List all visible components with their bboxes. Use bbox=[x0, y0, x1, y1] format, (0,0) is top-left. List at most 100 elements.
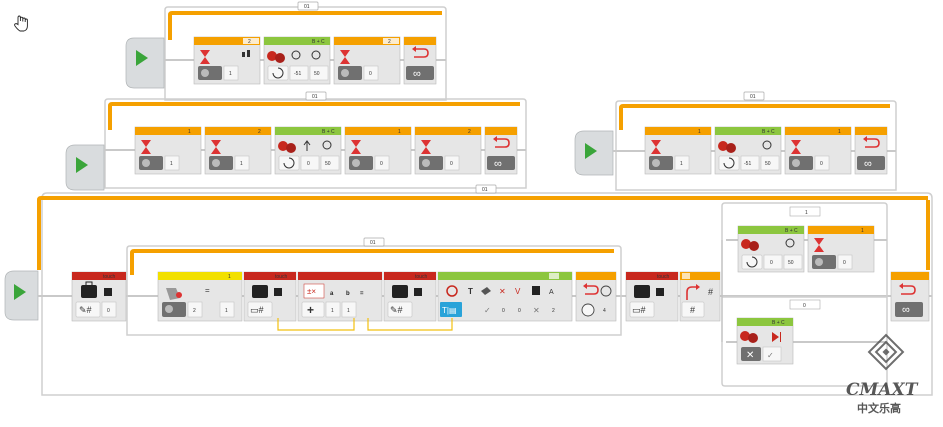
move-block[interactable]: B + C 0 50 bbox=[737, 225, 805, 273]
math-equals: = bbox=[360, 291, 364, 297]
inner-loop-end-block[interactable]: 4 bbox=[575, 271, 617, 322]
param-value[interactable]: 2 bbox=[552, 308, 555, 314]
param-value[interactable]: 0 bbox=[107, 308, 110, 314]
wait-block[interactable]: 1 0 bbox=[784, 126, 852, 175]
outer-loop-end-block[interactable]: ∞ bbox=[890, 271, 930, 322]
param-value[interactable]: 1 bbox=[225, 308, 228, 314]
wait-block[interactable]: 2 0 bbox=[414, 126, 482, 175]
main-program: 0 1 touch ✎# 0 0 1 bbox=[4, 184, 933, 396]
move-block[interactable]: B + C -51 50 bbox=[263, 36, 331, 85]
case-tab-2[interactable] bbox=[789, 299, 821, 310]
variable-block-touch[interactable]: touch ✎# bbox=[383, 271, 437, 322]
param-value[interactable]: 0 bbox=[450, 161, 453, 167]
color-icon bbox=[532, 286, 540, 295]
param-value[interactable]: 0 bbox=[380, 161, 383, 167]
param-value[interactable]: -51 bbox=[744, 161, 751, 167]
case-label: 0 bbox=[803, 303, 806, 309]
param-value[interactable]: 0 bbox=[770, 260, 773, 266]
param-value[interactable]: 50 bbox=[765, 161, 771, 167]
param-value[interactable]: 1 bbox=[680, 161, 683, 167]
loop-label: 01 bbox=[750, 94, 756, 100]
move-block[interactable]: B + C -51 50 bbox=[714, 126, 782, 175]
variable-block-touch[interactable]: touch ✎# 0 bbox=[71, 271, 127, 322]
loop-label-box[interactable] bbox=[475, 184, 497, 194]
block-header: 1 bbox=[838, 129, 841, 135]
param-value[interactable]: 50 bbox=[788, 260, 794, 266]
infinity-icon: ∞ bbox=[413, 68, 421, 80]
param-value[interactable]: 1 bbox=[170, 161, 173, 167]
hourglass-icon bbox=[141, 140, 151, 154]
param-value[interactable]: 0 bbox=[518, 308, 521, 314]
variable-block-touch[interactable]: touch ▭# bbox=[625, 271, 679, 322]
param-value[interactable]: 0 bbox=[502, 308, 505, 314]
block-header: 2 bbox=[468, 129, 471, 135]
wait-block[interactable]: 2 1 bbox=[193, 36, 261, 85]
speed-icon bbox=[762, 140, 772, 150]
timer-mode-icon[interactable] bbox=[581, 303, 595, 317]
play-icon bbox=[14, 284, 26, 300]
mode-icon bbox=[422, 159, 430, 167]
loop-label-box[interactable] bbox=[743, 91, 765, 101]
param-value[interactable]: 1 bbox=[331, 308, 334, 314]
move-block-off[interactable]: B + C ✕ ✓ bbox=[736, 317, 794, 365]
block-header: touch bbox=[275, 274, 287, 280]
case-tab-1[interactable] bbox=[789, 206, 821, 217]
speed-icon bbox=[785, 238, 795, 248]
block-header: touch bbox=[657, 274, 669, 280]
stop-icon bbox=[772, 332, 781, 342]
param-value[interactable]: 50 bbox=[314, 71, 320, 77]
param-value[interactable]: 0 bbox=[369, 71, 372, 77]
loop-label-box[interactable] bbox=[305, 91, 327, 101]
hourglass-icon bbox=[211, 140, 221, 154]
param-value[interactable]: 0 bbox=[843, 260, 846, 266]
wait-block[interactable]: 1 0 bbox=[344, 126, 412, 175]
loop-end-block[interactable]: ∞ bbox=[403, 36, 437, 85]
loop-label-box[interactable] bbox=[363, 237, 385, 247]
loop-end-block[interactable]: ∞ bbox=[854, 126, 888, 175]
watermark-brand: CMAXT bbox=[846, 380, 919, 400]
param-value[interactable]: -51 bbox=[294, 71, 301, 77]
number-glyph: # bbox=[708, 287, 713, 297]
switch-arrow-icon bbox=[686, 286, 697, 300]
loop-end-block[interactable]: ∞ bbox=[484, 126, 518, 175]
loop-label-box[interactable] bbox=[297, 1, 319, 11]
program-1: 0 1 2 1 B + C bbox=[125, 1, 447, 101]
param-value[interactable]: 2 bbox=[193, 308, 196, 314]
switch-block[interactable]: 1 B + C 0 50 1 bbox=[721, 202, 888, 387]
text-mode-selector[interactable] bbox=[440, 302, 462, 317]
wait-block[interactable]: 2 1 bbox=[204, 126, 272, 175]
param-value[interactable]: 1 bbox=[240, 161, 243, 167]
x-icon: ✕ bbox=[533, 306, 540, 315]
start-block[interactable] bbox=[4, 270, 39, 321]
write-number-icon: ✎# bbox=[79, 305, 92, 315]
block-header: B + C bbox=[312, 39, 325, 45]
param-value[interactable]: 50 bbox=[325, 161, 331, 167]
wait-block[interactable]: 2 0 bbox=[333, 36, 401, 85]
math-block[interactable]: ±× a b = + 1 1 bbox=[297, 271, 383, 322]
svg-text:#: # bbox=[690, 305, 695, 315]
compare-block[interactable]: # # bbox=[679, 271, 721, 322]
steering-icon bbox=[291, 50, 301, 60]
infinity-icon: ∞ bbox=[494, 158, 502, 170]
start-block[interactable] bbox=[125, 37, 165, 89]
start-block[interactable] bbox=[574, 130, 614, 176]
wait-block[interactable]: 1 0 bbox=[807, 225, 875, 273]
param-value[interactable]: 0 bbox=[820, 161, 823, 167]
variable-block-touch[interactable]: touch ▭# bbox=[243, 271, 297, 322]
param-value[interactable]: 0 bbox=[307, 161, 310, 167]
loop-arrow-icon bbox=[585, 285, 599, 295]
wait-block[interactable]: 1 1 bbox=[134, 126, 202, 175]
param-value[interactable]: 1 bbox=[229, 71, 232, 77]
param-value[interactable]: 1 bbox=[347, 308, 350, 314]
start-block[interactable] bbox=[65, 144, 105, 191]
param-value[interactable]: 4 bbox=[603, 308, 606, 314]
wait-block[interactable]: 1 1 bbox=[644, 126, 712, 175]
display-text-block[interactable]: T ✕ V A T|▤ ✓ 0 0 ✕ 2 bbox=[437, 271, 573, 322]
block-header: 1 bbox=[188, 129, 191, 135]
sensor-wait-block[interactable]: 1 = 2 1 bbox=[157, 271, 243, 322]
check-icon: ✓ bbox=[767, 351, 774, 360]
x-icon: ✕ bbox=[746, 350, 754, 361]
write-number-icon: ✎# bbox=[390, 305, 403, 315]
move-block[interactable]: B + C 0 50 bbox=[274, 126, 342, 175]
